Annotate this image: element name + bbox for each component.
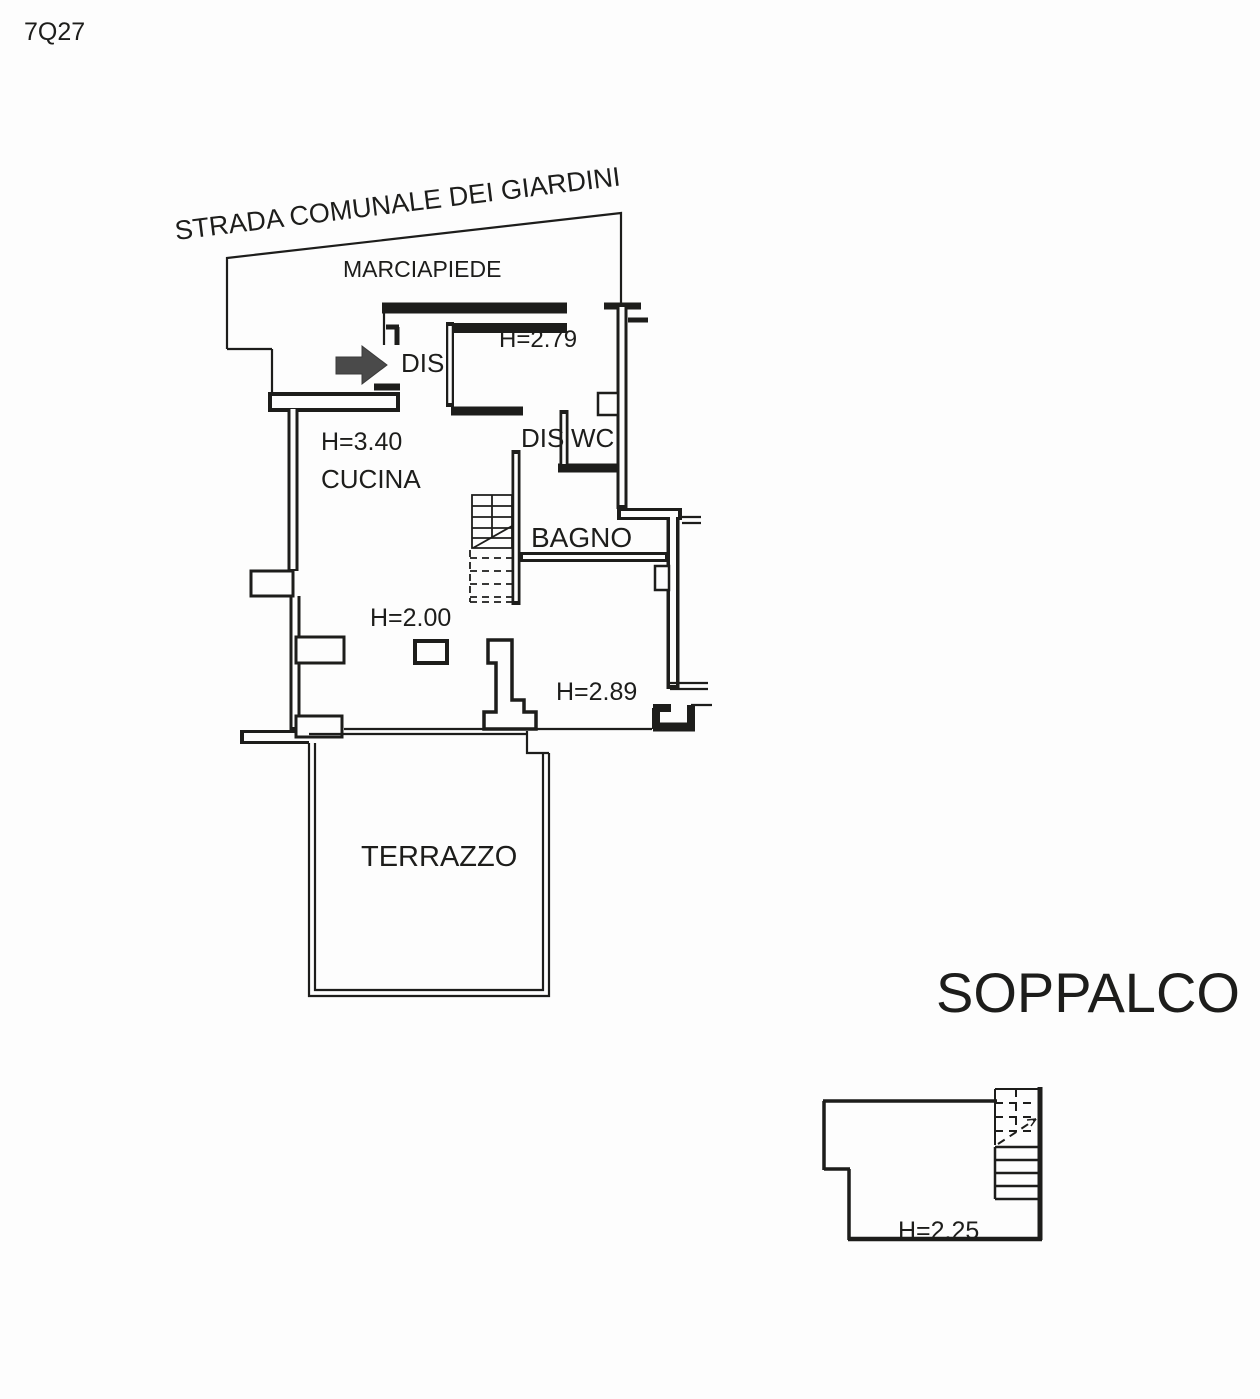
- terrace-label: TERRAZZO: [361, 841, 517, 873]
- hallway-dis-label: DIS: [521, 423, 564, 453]
- thin-outlines: [225, 211, 712, 998]
- wall-notches: [249, 391, 671, 739]
- terrace-outline: [307, 743, 551, 998]
- mezzanine-height-label: H=2.25: [898, 1217, 979, 1245]
- bathroom-label: BAGNO: [531, 522, 632, 553]
- mezzanine-title: SOPPALCO: [936, 961, 1240, 1024]
- kitchen-height-label: H=3.40: [321, 428, 402, 456]
- sidewalk-label: MARCIAPIEDE: [343, 256, 501, 282]
- living-height-label: H=2.89: [556, 678, 637, 706]
- pillar: [413, 639, 449, 665]
- street-name-label: STRADA COMUNALE DEI GIARDINI: [173, 162, 622, 246]
- sidewalk-outline: [225, 211, 623, 349]
- kitchen-label: CUCINA: [321, 464, 421, 494]
- building-walls: [240, 302, 695, 744]
- plan-labels: 7Q27 STRADA COMUNALE DEI GIARDINI MARCIA…: [24, 18, 1240, 1245]
- mezzanine-stairs: [993, 1088, 1040, 1201]
- wc-label: WC: [571, 423, 614, 453]
- entrance-arrow-icon: [335, 344, 388, 386]
- sheet-code: 7Q27: [24, 18, 85, 46]
- under-loft-height-label: H=2.00: [370, 604, 451, 632]
- entry-dis-label: DIS: [401, 348, 444, 378]
- mezzanine-outline: [822, 1087, 1043, 1242]
- center-divider-wall: [482, 638, 538, 731]
- hall-height-label: H=2.79: [499, 326, 577, 353]
- main-stairs: [469, 494, 513, 603]
